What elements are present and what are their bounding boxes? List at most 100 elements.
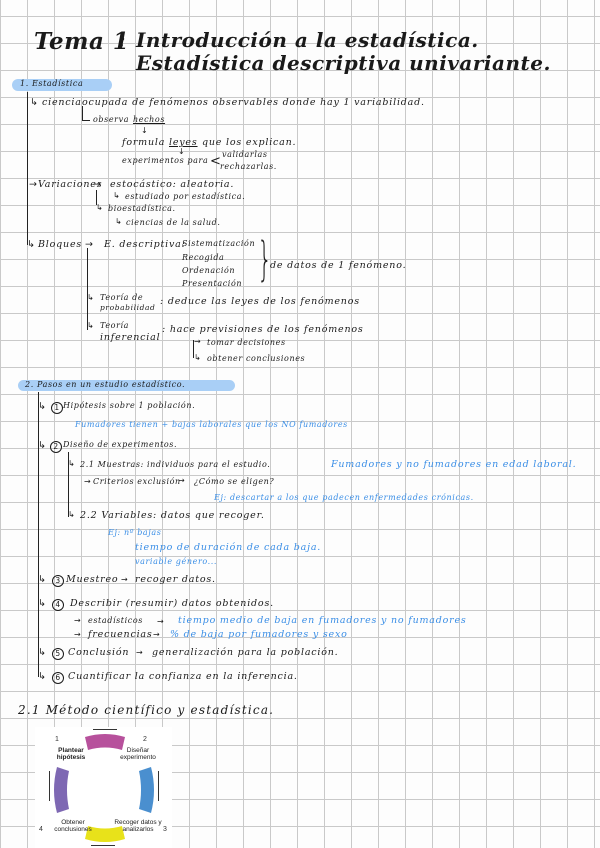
arrow-right-icon-3: → [85,239,94,250]
step-1-text: Hipótesis sobre 1 población. [63,401,196,410]
arrow-right-icon-8: → [74,616,82,625]
estudiado-text: estudiado por estadística. [125,192,246,201]
arrow-down-icon: ↓ [141,126,149,135]
ciencia-desc: ocupada de fenómenos observables donde h… [82,97,425,108]
tema-label: Tema 1 [34,28,130,55]
arrow-icon: ↳ [30,97,39,108]
arrow-top [93,729,117,730]
rechazarlas-text: rechazarlas. [220,162,277,171]
arrow-return-icon-5: ↳ [87,293,95,302]
inferencial-label-2: inferencial [100,332,161,343]
observa-text: observa [93,115,130,124]
arrow-right-icon-6: → [178,476,186,485]
probabilidad-label-2: probabilidad [100,303,156,312]
estadisticos-text: estadísticos [88,616,143,625]
descriptiva-item-4: Presentación [182,279,243,288]
brace-text: de datos de 1 fenómeno. [270,260,407,271]
frecuencias-text: frecuencias [88,629,153,640]
step-5-number: 5 [52,648,64,660]
less-than-bracket: < [210,154,222,169]
experimentos-text: experimentos para [122,156,209,165]
step-2-sub-2: 2.2 Variables: datos que recoger. [80,510,265,521]
step-3-text: Muestreo [66,574,119,585]
arrow-right-icon: → [29,179,38,190]
section-1-highlight [12,79,112,91]
arrow-down-icon-2: ↓ [178,147,186,156]
step-3-number: 3 [52,575,64,587]
descriptiva-item-3: Ordenación [182,266,236,275]
arrow-right-icon-9: → [157,617,165,626]
step-6-text: Cuantificar la confianza en la inferenci… [68,671,298,682]
arrow-return-icon-3: ↳ [115,217,123,226]
step-4-number: 4 [52,599,64,611]
segment-plantear-icon [85,734,125,750]
step-2-number: 2 [50,441,62,453]
estocastico-text: estocástico: aleatoria. [110,179,235,190]
arrow-return-icon-7: ↳ [194,353,202,362]
bloques-spine [87,248,88,330]
step-2-sub-2-example-3: variable género... [135,557,218,566]
diagram-label-recoger: Recoger datos y analizarlos [114,819,162,834]
tomar-text: tomar decisiones [207,338,286,347]
descriptiva-label: E. descriptiva: [104,239,186,250]
arrow-right-icon-4: → [194,337,202,346]
arrow-right-icon-12: → [136,648,144,657]
arrow-right-icon-7: → [121,575,129,584]
hechos-text: hechos [133,115,166,124]
inferencial-label-1: Teoría [100,321,130,330]
arrow-left [49,771,50,801]
arrow-return-icon-13: ↳ [38,598,47,609]
arrow-return-icon-6: ↳ [87,321,95,330]
segment-recoger-icon [139,767,154,813]
inferencial-desc: : hace previsiones de los fenómenos [162,324,364,335]
arrow-return-icon: ↳ [113,191,121,200]
ciencia-branch-h [82,120,90,121]
section-2-spine [38,392,39,677]
segment-obtener-icon [54,767,69,813]
diagram-label-disenar: Diseñar experimento [120,747,156,762]
step-5-text: Conclusión [68,647,130,658]
probabilidad-label-1: Teoría de [100,293,144,302]
arrow-return-icon-10: ↳ [68,459,76,468]
arrow-return-icon-15: ↳ [38,671,47,682]
descriptiva-item-2: Recogida [182,253,225,262]
arrow-right [158,771,159,801]
como-text: ¿Cómo se eligen? [194,477,275,486]
arrow-return-icon-4: ↳ [27,239,36,250]
step-2-sub-1-example: Fumadores y no fumadores en edad laboral… [331,459,577,470]
diagram-num-3: 3 [163,826,167,833]
explican-text: que los explican. [202,137,297,148]
variaciones-branch [96,190,97,205]
step-2-spine [68,452,69,517]
step-1-number: 1 [51,402,63,414]
step-4-text: Describir (resumir) datos obtenidos. [70,598,274,609]
formula-text: formula [122,137,166,148]
diagram-num-1: 1 [55,736,59,743]
title-line-2: Estadística descriptiva univariante. [136,51,551,75]
step-1-example: Fumadores tienen + bajas laborales que l… [75,420,348,429]
estadisticos-example: tiempo medio de baja en fumadores y no f… [178,615,467,626]
arrow-return-icon-2: ↳ [96,203,104,212]
section-21-heading: 2.1 Método científico y estadística. [18,703,275,717]
step-5-desc: generalización para la población. [152,647,339,658]
step-2-text: Diseño de experimentos. [63,440,178,449]
ciencia-label: ciencia [42,97,82,108]
arrow-bottom [91,845,115,846]
arrow-right-icon-5: → [84,477,92,486]
arrow-return-icon-8: ↳ [38,401,47,412]
step-6-number: 6 [52,672,64,684]
arrow-return-icon-11: ↳ [68,510,76,519]
diagram-num-4: 4 [39,826,43,833]
arrow-return-icon-14: ↳ [38,647,47,658]
descriptiva-item-1: Sistematización [182,239,256,248]
leyes-text: leyes [169,137,198,148]
title-separator: : [118,28,126,52]
arrow-return-icon-9: ↳ [38,440,47,451]
step-2-sub-2-example-1: Ej: nº bajas [108,528,162,537]
probabilidad-desc: : deduce las leyes de los fenómenos [160,296,360,307]
scientific-method-diagram: 1 2 3 4 Plantear hipótesis Diseñar exper… [35,727,172,848]
diagram-num-2: 2 [143,736,147,743]
diagram-label-obtener: Obtener conclusiones [54,819,92,834]
validarlas-text: validarlas [222,150,268,159]
diagram-label-plantear: Plantear hipótesis [56,747,86,762]
